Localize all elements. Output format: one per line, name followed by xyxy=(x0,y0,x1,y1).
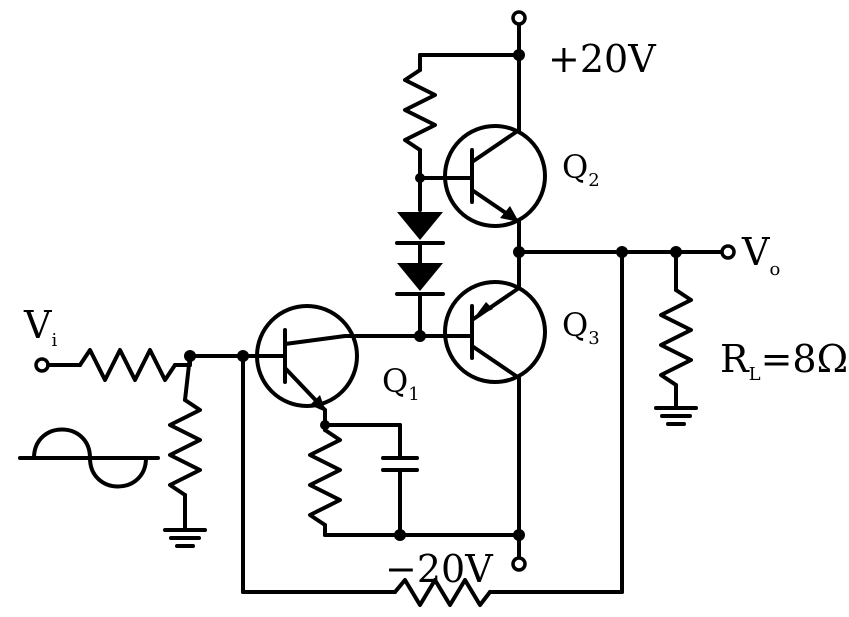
emitter-bypass-capacitor xyxy=(323,423,419,537)
input-terminal xyxy=(34,357,82,373)
positive-supply-label: +20V xyxy=(548,37,656,81)
q1-label: Q1 xyxy=(382,362,420,405)
q2-label: Q2 xyxy=(562,148,600,191)
diode-lower xyxy=(395,241,445,338)
transistor-q1 xyxy=(241,304,359,412)
emitter-resistor xyxy=(308,408,342,537)
load-resistor-label: RL=8Ω xyxy=(720,337,848,385)
diode-upper xyxy=(395,212,445,245)
feedback-resistor xyxy=(241,250,624,607)
transistor-q2 xyxy=(443,53,547,228)
load-resistor xyxy=(654,250,698,426)
bias-resistor xyxy=(403,68,437,212)
top-bias-wire xyxy=(418,53,521,72)
input-shunt-resistor xyxy=(163,354,207,548)
output-voltage-label: Vo xyxy=(741,230,780,280)
transistor-q3 xyxy=(443,280,547,537)
input-resistor xyxy=(78,348,249,382)
driver-node xyxy=(343,330,474,342)
output-node xyxy=(513,220,736,290)
sine-wave-icon xyxy=(18,427,160,489)
q3-label: Q3 xyxy=(562,306,600,349)
input-voltage-label: Vi xyxy=(23,303,57,351)
negative-rail xyxy=(323,529,527,572)
q2-base-wire xyxy=(415,173,472,183)
